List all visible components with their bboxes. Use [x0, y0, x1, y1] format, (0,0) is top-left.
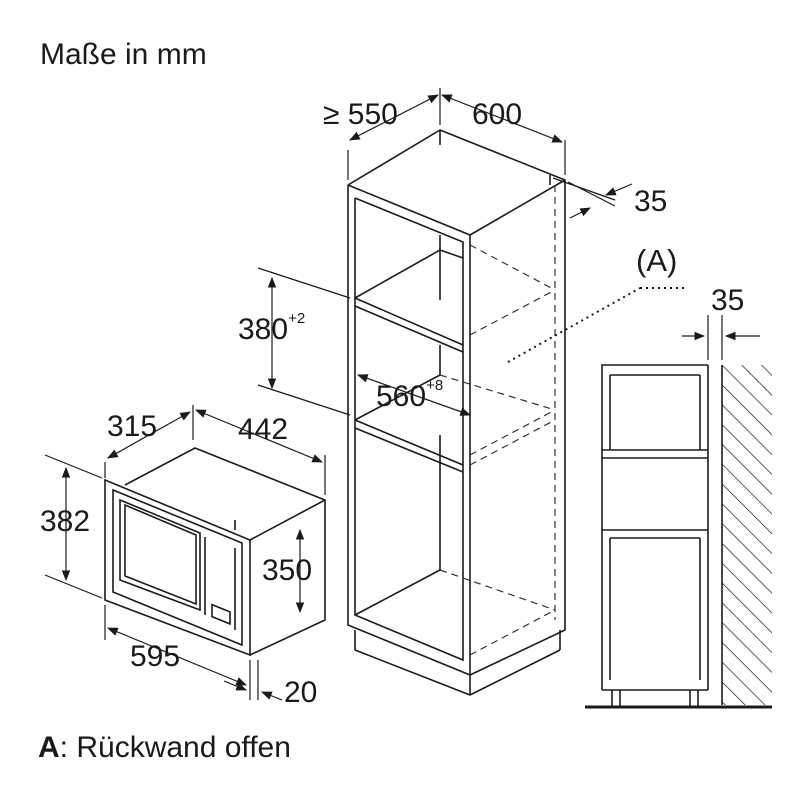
callout-a: (A): [636, 243, 678, 278]
microwave-dimension-lines: [45, 405, 325, 700]
legend-key: A: [38, 731, 60, 764]
side-gap-dimension: [682, 315, 760, 360]
dim-mw-height: 382: [40, 505, 91, 538]
dim-cabinet-width: 600: [472, 98, 523, 131]
diagram-title: Maße in mm: [40, 38, 207, 71]
dim-mw-front-width: 595: [130, 640, 181, 673]
cabinet-hidden-lines: [440, 185, 555, 655]
dim-mw-depth: 315: [107, 410, 158, 443]
dim-niche-height-tolerance: +2: [288, 310, 306, 327]
dim-niche-height: 380+2: [238, 311, 305, 346]
dim-mw-inner-height: 350: [262, 554, 313, 587]
legend-text: : Rückwand offen: [59, 731, 291, 764]
dim-side-gap: 35: [711, 284, 745, 317]
dim-mw-front-depth: 20: [284, 676, 318, 709]
dim-mw-width-top: 442: [238, 413, 289, 446]
cabinet-dimension-lines: [258, 88, 685, 416]
side-section-view: [585, 365, 772, 707]
legend: A: Rückwand offen: [38, 733, 291, 763]
microwave: [105, 448, 325, 655]
dim-niche-width-value: 560: [376, 380, 427, 413]
dim-back-gap: 35: [634, 185, 668, 218]
dim-niche-width: 560+8: [376, 378, 443, 413]
dim-cabinet-depth: ≥ 550: [323, 98, 398, 131]
dim-niche-height-value: 380: [238, 313, 289, 346]
dim-niche-width-tolerance: +8: [426, 377, 444, 394]
